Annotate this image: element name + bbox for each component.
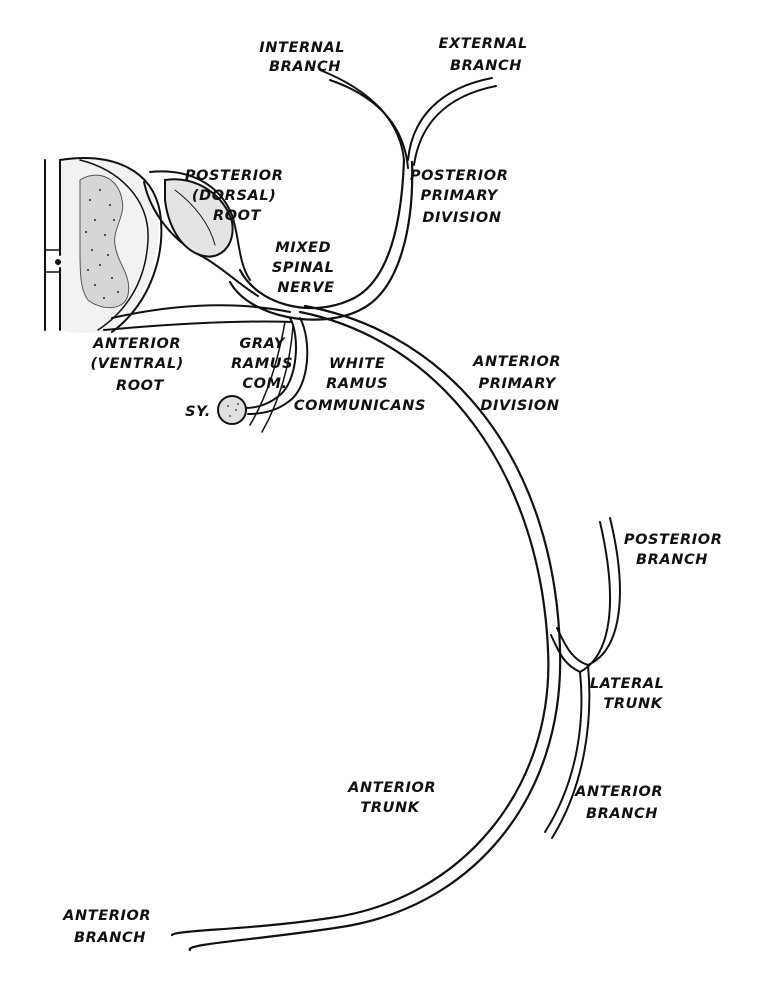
posterior-primary-division xyxy=(228,158,414,321)
posterior-branch-label: POSTERIOR BRANCH xyxy=(624,532,728,568)
sympathetic-ganglion-label: SY. xyxy=(185,404,211,420)
central-canal xyxy=(55,259,61,265)
lateral-trunk xyxy=(550,627,589,673)
posterior-branch-nerve xyxy=(579,517,621,673)
posterior-root-label: POSTERIOR (DORSAL) ROOT xyxy=(185,168,289,224)
internal-branch-nerve xyxy=(319,69,409,169)
internal-branch-label: INTERNAL BRANCH xyxy=(259,40,351,75)
dorsal-root-ganglion xyxy=(164,178,234,258)
external-branch-nerve xyxy=(407,77,497,166)
white-ramus-label: WHITE RAMUS COMMUNICANS xyxy=(294,356,426,414)
spinal-cord-segment xyxy=(44,157,163,334)
gray-matter xyxy=(79,174,130,309)
anterior-trunk-label: ANTERIOR TRUNK xyxy=(347,780,442,816)
posterior-root xyxy=(143,170,259,297)
sympathetic-ganglion xyxy=(217,395,247,425)
rami-communicantes xyxy=(244,317,309,433)
anterior-branch-lateral-label: ANTERIOR BRANCH xyxy=(574,784,669,822)
mixed-spinal-nerve-label: MIXED SPINAL NERVE xyxy=(272,240,340,296)
anterior-branch-lateral-nerve xyxy=(544,664,591,839)
anterior-root-label: ANTERIOR (VENTRAL) ROOT xyxy=(90,336,189,394)
posterior-primary-division-label: POSTERIOR PRIMARY DIVISION xyxy=(410,168,514,226)
lateral-trunk-label: LATERAL TRUNK xyxy=(590,676,670,712)
anterior-root xyxy=(103,304,293,331)
anterior-primary-division-label: ANTERIOR PRIMARY DIVISION xyxy=(472,354,567,414)
external-branch-label: EXTERNAL BRANCH xyxy=(438,36,533,74)
gray-ramus-label: GRAY RAMUS COM. xyxy=(231,336,299,392)
anterior-branch-terminal-label: ANTERIOR BRANCH xyxy=(62,908,157,946)
anterior-primary-division xyxy=(170,304,562,952)
